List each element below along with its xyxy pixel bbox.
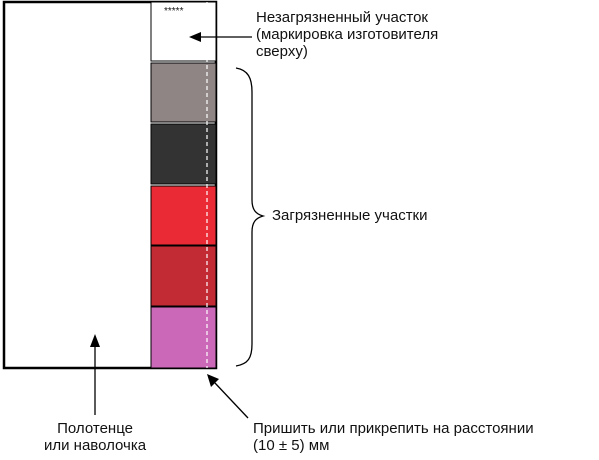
attach-label: Пришить или прикрепить на расстоянии (10…: [253, 420, 534, 454]
soiled-patch-pink: [150, 306, 217, 369]
unsoiled-label-line-3: сверху): [256, 43, 308, 60]
soiled-brace: [235, 67, 266, 367]
manufacturer-marking: *****: [164, 6, 184, 17]
soiled-label: Загрязненные участки: [272, 207, 428, 224]
unsoiled-arrow: [189, 32, 252, 42]
towel-label-line-2: или наволочка: [44, 437, 147, 454]
soiled-patch-grey: [150, 62, 217, 123]
attach-label-line-1: Пришить или прикрепить на расстоянии: [253, 420, 534, 437]
soiled-patch-black: [150, 123, 217, 185]
towel-label: Полотенце или наволочка: [44, 420, 146, 454]
unsoiled-label-line-1: Незагрязненный участок: [256, 9, 428, 26]
unsoiled-label: Незагрязненный участок (маркировка изгот…: [256, 9, 438, 60]
test-strip: [150, 1, 217, 369]
towel-label-line-1: Полотенце: [57, 420, 133, 437]
soiled-patch-darkred: [150, 245, 217, 307]
towel-arrow: [90, 334, 100, 415]
unsoiled-patch: [150, 1, 217, 62]
soiled-patch-red: [150, 185, 217, 246]
unsoiled-label-line-2: (маркировка изготовителя: [256, 26, 439, 43]
attach-label-line-2: (10 ± 5) мм: [253, 437, 330, 454]
attach-arrow: [207, 374, 249, 419]
